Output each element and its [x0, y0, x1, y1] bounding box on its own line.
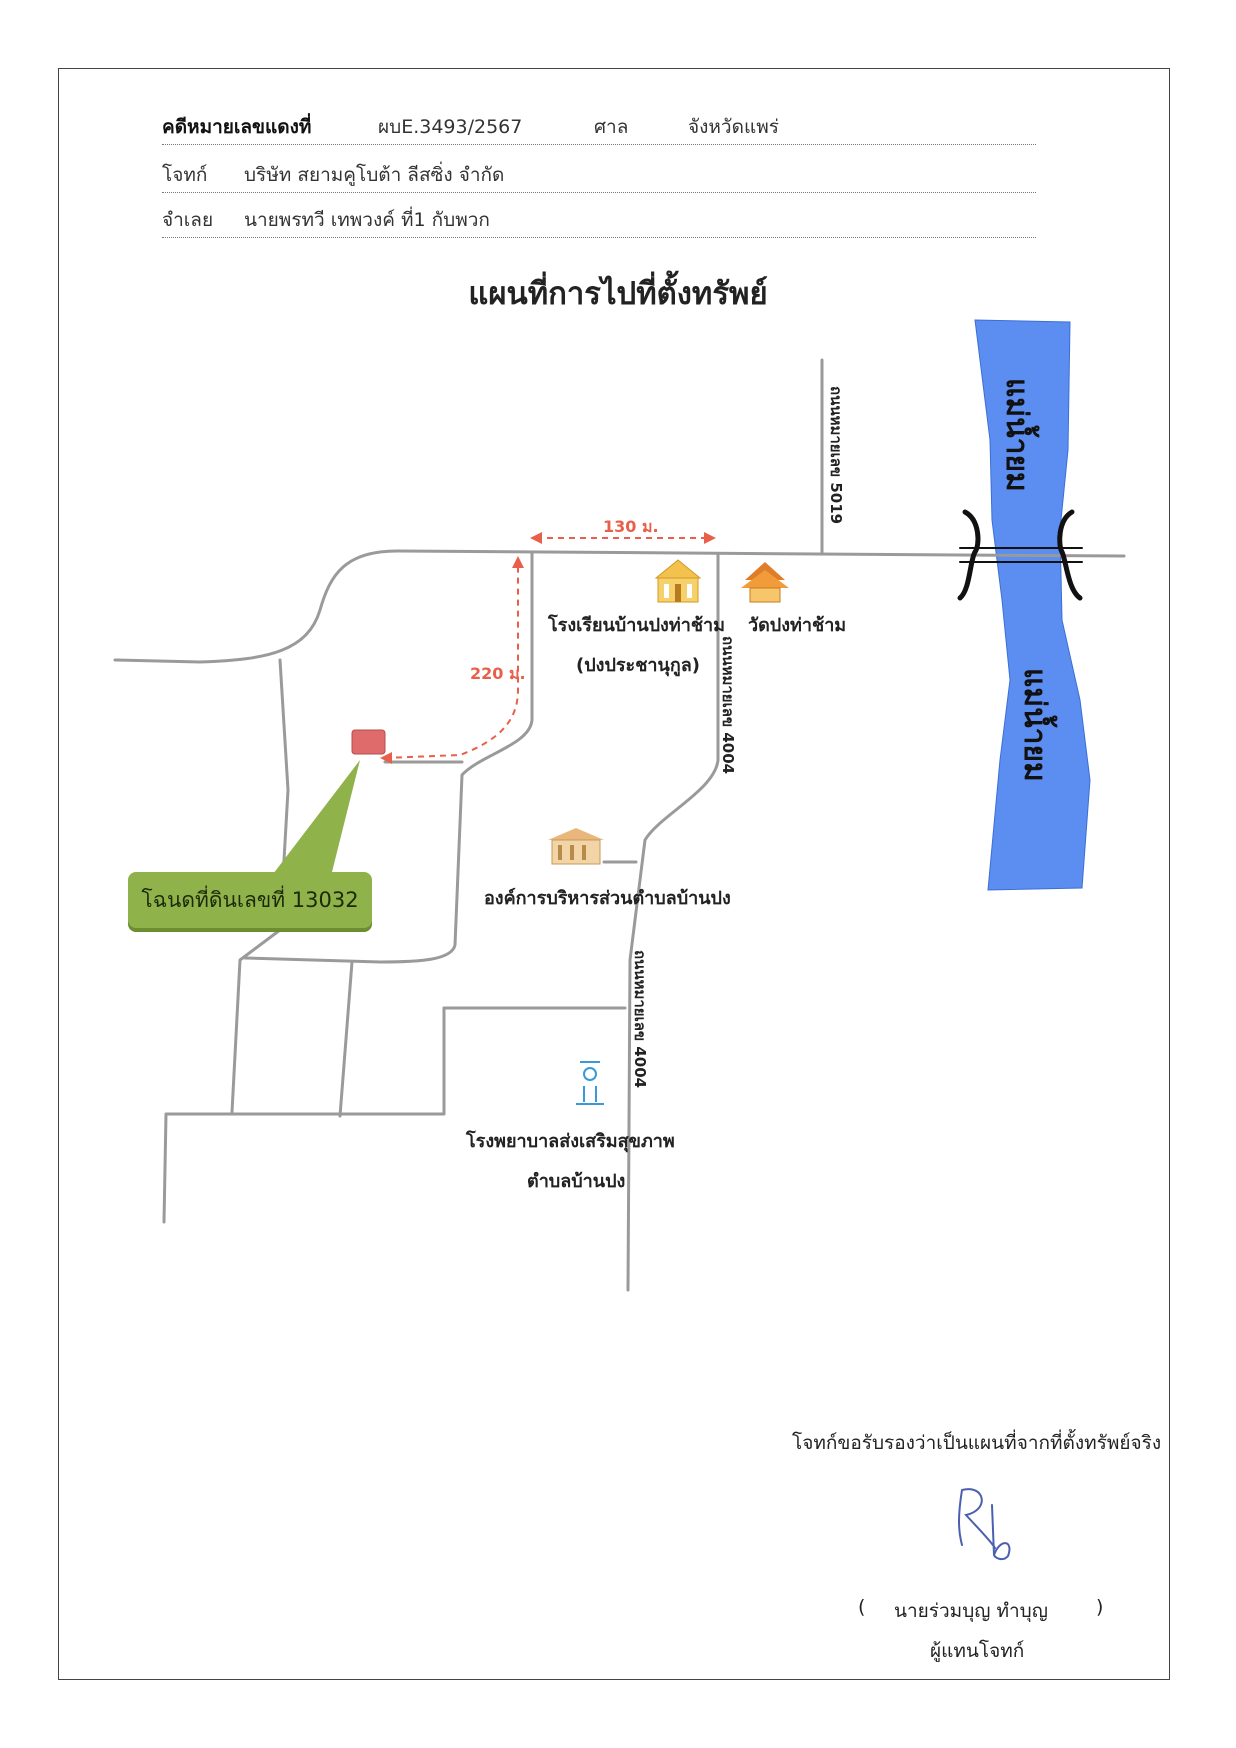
road-4004-upper-label: ถนนหมายเลข 4004 [719, 636, 737, 775]
defendant-row: จำเลย นายพรทวี เทพวงค์ ที่1 กับพวก [162, 207, 1036, 238]
court-label: ศาล [594, 116, 629, 138]
defendant-name: นายพรทวี เทพวงค์ ที่1 กับพวก [244, 209, 490, 231]
case-number: ผบE.3493/2567 [378, 116, 523, 138]
land-deed-label: โฉนดที่ดินเลขที่ 13032 [128, 872, 372, 928]
river [974, 319, 1091, 891]
plaintiff-row: โจทก์ บริษัท สยามคูโบต้า ลีสซิ่ง จำกัด [162, 162, 1036, 193]
school-label: โรงเรียนบ้านปงท่าช้าม [548, 615, 726, 636]
south-lane-2 [162, 1006, 446, 1224]
sao-office-label: องค์การบริหารส่วนตำบลบ้านปง [484, 888, 731, 909]
arrow-130m-right [704, 532, 716, 544]
main-road-west [113, 549, 962, 664]
west-lane [230, 658, 290, 1114]
distance-220m: 220 ม. [470, 664, 526, 683]
signature [958, 1488, 1011, 1561]
river-label-top: แม่น้ำยม [999, 378, 1034, 492]
plaintiff-label: โจทก์ [162, 164, 208, 186]
signer-name: นายร่วมบุญ ทำบุญ [894, 1600, 1048, 1622]
map-title: แผนที่การไปที่ตั้งทรัพย์ [468, 276, 768, 312]
distance-130m: 130 ม. [603, 517, 659, 536]
route-220m [384, 565, 519, 759]
signer-open-paren: ( [858, 1596, 866, 1618]
document-frame [58, 68, 1170, 1680]
temple-label: วัดปงท่าช้าม [748, 615, 847, 636]
signer-role: ผู้แทนโจทก์ [930, 1640, 1025, 1662]
signer-close-paren: ) [1096, 1596, 1104, 1618]
main-road [958, 553, 1126, 558]
arrow-220m-up [512, 556, 524, 568]
road-4004 [626, 553, 720, 1292]
hospital-sublabel: ตำบลบ้านปง [527, 1171, 626, 1192]
court-name: จังหวัดแพร่ [688, 116, 779, 138]
sao-office-icon [548, 828, 604, 865]
bridge [957, 509, 1083, 601]
temple-icon [741, 562, 789, 603]
parcel-marker [351, 729, 386, 755]
river-label-bottom: แม่น้ำยม [1017, 668, 1052, 782]
arrow-parcel-left [380, 752, 392, 764]
defendant-label: จำเลย [162, 209, 214, 231]
case-label: คดีหมายเลขแดงที่ [162, 116, 312, 138]
deed-pointer [270, 760, 360, 880]
plaintiff-name: บริษัท สยามคูโบต้า ลีสซิ่ง จำกัด [244, 164, 505, 186]
certification-text: โจทก์ขอรับรองว่าเป็นแผนที่จากที่ตั้งทรัพ… [792, 1432, 1162, 1454]
school-lane [243, 551, 534, 964]
inner-lane [338, 960, 354, 1118]
arrow-130m-left [530, 532, 542, 544]
school-icon [654, 559, 702, 603]
hospital-label: โรงพยาบาลส่งเสริมสุขภาพ [466, 1131, 675, 1152]
road-5019-label: ถนนหมายเลข 5019 [827, 386, 845, 525]
school-sublabel: (ปงประชานุกูล) [576, 655, 700, 676]
case-number-row: คดีหมายเลขแดงที่ ผบE.3493/2567 ศาล จังหว… [162, 114, 1036, 145]
hospital-icon [576, 1061, 604, 1105]
road-4004-lower-label: ถนนหมายเลข 4004 [631, 950, 649, 1089]
